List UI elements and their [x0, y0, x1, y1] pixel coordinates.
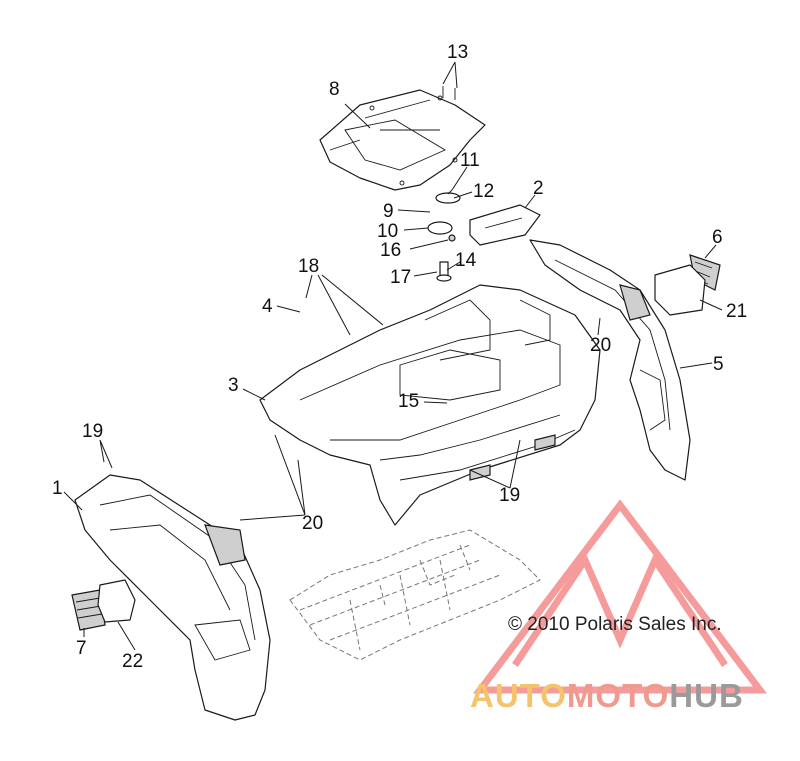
callout-14: 14 — [455, 250, 477, 271]
callout-12: 12 — [473, 181, 494, 202]
callout-22: 22 — [122, 651, 143, 672]
callout-7: 7 — [76, 638, 87, 659]
part-21-cover — [654, 264, 706, 316]
watermark-hub: HUB — [669, 677, 744, 714]
callout-9: 9 — [383, 201, 394, 222]
callout-3: 3 — [228, 375, 239, 396]
copyright-notice: © 2010 Polaris Sales Inc. — [508, 614, 722, 635]
callout-19-left: 19 — [82, 421, 103, 442]
part-7-grille — [71, 589, 106, 631]
callout-17: 17 — [390, 267, 411, 288]
part-2-bracket — [469, 204, 541, 246]
watermark-moto: MOTO — [566, 677, 670, 714]
callout-15: 15 — [398, 391, 419, 412]
part-8-top-panel — [319, 89, 486, 191]
callout-2: 2 — [533, 178, 544, 199]
callout-4: 4 — [262, 296, 273, 317]
callout-labels: 1 2 3 4 5 6 7 8 9 10 11 12 13 14 15 16 1… — [52, 42, 747, 672]
callout-6: 6 — [712, 227, 723, 248]
callout-1: 1 — [52, 478, 63, 499]
part-22-cover — [97, 579, 136, 623]
callout-13: 13 — [447, 42, 468, 63]
watermark-brand: AUTOMOTOHUB — [470, 677, 744, 715]
callout-11: 11 — [460, 150, 480, 171]
callout-5: 5 — [713, 354, 724, 375]
leader-lines — [63, 61, 723, 651]
watermark-auto: AUTO — [470, 677, 567, 714]
callout-18: 18 — [298, 256, 319, 277]
chassis-frame — [289, 529, 541, 661]
automotohub-logo — [472, 499, 768, 694]
callout-19-right: 19 — [499, 485, 520, 506]
callout-21: 21 — [726, 301, 747, 322]
callout-20-lower: 20 — [302, 513, 323, 534]
part-3-cargo-box — [259, 284, 601, 526]
callout-8: 8 — [329, 79, 340, 100]
callout-20-upper: 20 — [590, 335, 611, 356]
part-1-left-side-panel — [74, 474, 271, 721]
callout-16: 16 — [380, 240, 401, 261]
callout-10: 10 — [377, 221, 398, 242]
part-5-right-side-panel — [529, 239, 691, 481]
